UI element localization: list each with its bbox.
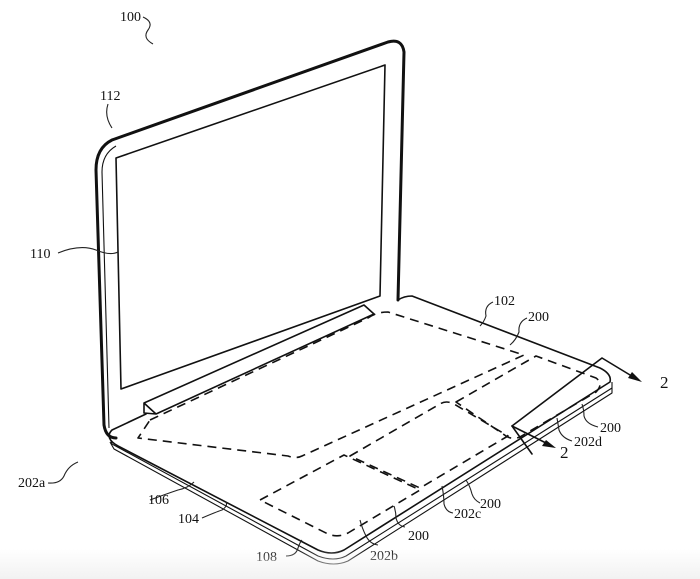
lid-inner-edge xyxy=(101,145,117,429)
label-100: 100 xyxy=(120,10,141,25)
label-section-2-top: 2 xyxy=(660,373,669,392)
display-panel xyxy=(115,64,386,390)
base-layer-106 xyxy=(109,387,613,560)
label-202d: 202d xyxy=(574,435,602,450)
section-arrow-bottom xyxy=(511,425,549,445)
hinge xyxy=(143,304,375,415)
label-200-front-mid: 200 xyxy=(408,529,429,544)
label-110: 110 xyxy=(30,247,50,262)
region-202c xyxy=(349,401,509,489)
section-line-2-2 xyxy=(511,357,636,455)
bottom-fade xyxy=(0,549,700,579)
leader-lines xyxy=(47,16,599,557)
label-104: 104 xyxy=(178,512,199,527)
label-200-front-right: 200 xyxy=(480,497,501,512)
label-102: 102 xyxy=(494,294,515,309)
reference-numerals: 100 112 110 102 200 2 200 202d 2 202a 10… xyxy=(18,10,669,565)
label-200-right: 200 xyxy=(600,421,621,436)
label-202c: 202c xyxy=(454,507,481,522)
base-layer-104 xyxy=(109,382,613,565)
label-200-top: 200 xyxy=(528,310,549,325)
region-202d xyxy=(455,355,601,440)
label-112: 112 xyxy=(100,89,120,104)
laptop-lid xyxy=(94,39,406,440)
label-section-2-bottom: 2 xyxy=(560,443,569,462)
region-202a xyxy=(137,311,525,459)
section-arrowhead-bottom xyxy=(542,440,556,448)
label-202a: 202a xyxy=(18,476,46,491)
lid-outer-edge xyxy=(94,39,406,440)
label-106: 106 xyxy=(148,493,169,508)
section-arrowhead-top xyxy=(628,372,642,382)
region-202b xyxy=(259,454,421,537)
